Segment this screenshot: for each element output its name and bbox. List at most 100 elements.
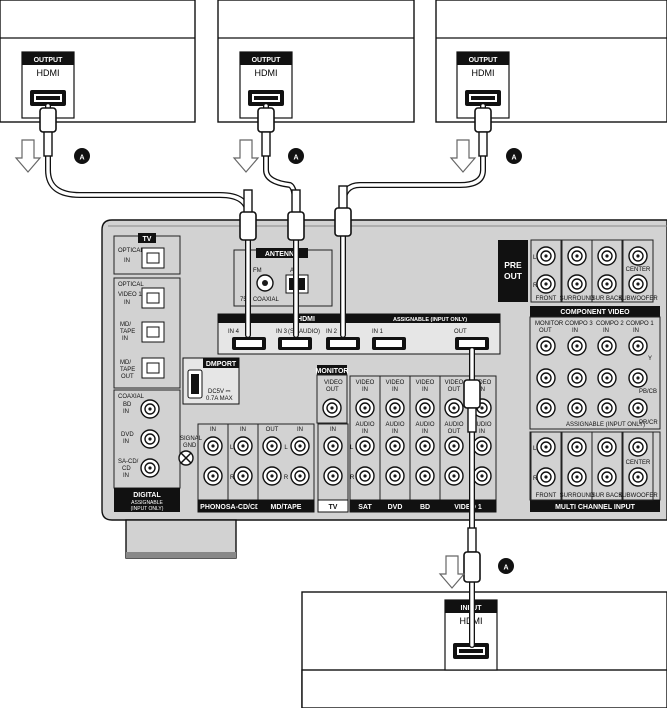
analog-in-label-2: IN <box>297 427 303 433</box>
component-jack-2-1[interactable] <box>597 368 617 388</box>
pre-out-top-jack-0[interactable] <box>536 246 556 266</box>
monitor-video-out-label-1: VIDEO <box>324 380 343 386</box>
coax-dvd-jack[interactable] <box>140 429 160 449</box>
component-pr-label: PR/CR <box>639 420 658 426</box>
video-in-jack-4[interactable] <box>355 398 375 418</box>
monitor-video-out-jack[interactable] <box>322 398 342 418</box>
analog-r-jack-0[interactable] <box>203 466 223 486</box>
multi-label-1: SURROUND <box>560 493 595 499</box>
video-in-label-2-6: IN <box>422 387 428 393</box>
analog-l-jack-5[interactable] <box>385 436 405 456</box>
md-tape-out-r-jack[interactable] <box>262 466 282 486</box>
optical-video1-jack[interactable] <box>141 287 165 309</box>
analog-l-label-2: L <box>284 445 288 451</box>
video-out-label-1: VIDEO <box>445 380 464 386</box>
multi-top-jack-0[interactable] <box>536 437 556 457</box>
output-label-1: OUTPUT <box>34 57 64 64</box>
signal-gnd-terminal[interactable] <box>178 450 194 466</box>
analog-l-jack-1[interactable] <box>233 436 253 456</box>
hdmi-in3-port[interactable] <box>278 337 312 350</box>
md-tape-in-r-jack[interactable] <box>290 466 310 486</box>
multi-bottom-jack-3[interactable] <box>628 467 648 487</box>
component-jack-1-2[interactable] <box>567 398 587 418</box>
hdmi-out-port[interactable] <box>455 337 489 350</box>
multi-bottom-jack-1[interactable] <box>567 467 587 487</box>
multi-top-jack-3[interactable] <box>628 437 648 457</box>
hdmi-sa-audio-label: (SA AUDIO) <box>288 329 320 335</box>
pre-out-top-jack-1[interactable] <box>567 246 587 266</box>
cable-marker-1-label: A <box>79 155 84 162</box>
analog-l-jack-3[interactable] <box>323 436 343 456</box>
video1-video-out-jack[interactable] <box>444 398 464 418</box>
tv-optical-label: OPTICAL <box>118 248 144 254</box>
coax-sacd-jack[interactable] <box>140 458 160 478</box>
hdmi-in4-label: IN 4 <box>228 329 240 335</box>
optical-md-tape-in-jack[interactable] <box>141 321 165 343</box>
analog-r-jack-5[interactable] <box>385 466 405 486</box>
analog-r-jack-4[interactable] <box>355 466 375 486</box>
component-jack-1-0[interactable] <box>567 336 587 356</box>
analog-r-jack-6[interactable] <box>415 466 435 486</box>
component-jack-2-0[interactable] <box>597 336 617 356</box>
coaxial-section: COAXIAL BD IN DVD IN SA-CD/ CD IN DIGITA… <box>113 389 181 512</box>
hdmi-in4-port[interactable] <box>232 337 266 350</box>
video1-audio-in-l-jack[interactable] <box>472 436 492 456</box>
analog-l-jack-0[interactable] <box>203 436 223 456</box>
coax-bd-jack[interactable] <box>140 399 160 419</box>
hdmi-in2-port[interactable] <box>326 337 360 350</box>
signal-gnd-label-1: SIGNAL <box>180 436 203 442</box>
component-jack-0-1[interactable] <box>536 368 556 388</box>
component-jack-0-2[interactable] <box>536 398 556 418</box>
pre-out-bottom-jack-2[interactable] <box>597 274 617 294</box>
signal-gnd: SIGNAL GND <box>178 436 203 466</box>
analog-l-jack-4[interactable] <box>355 436 375 456</box>
multi-top-jack-2[interactable] <box>597 437 617 457</box>
analog-l-jack-6[interactable] <box>415 436 435 456</box>
fm-antenna-jack[interactable] <box>256 274 274 292</box>
multi-bottom-jack-2[interactable] <box>597 467 617 487</box>
pre-out-top-jack-3[interactable] <box>628 246 648 266</box>
bottom-label-3: TV <box>329 504 338 511</box>
multi-top-jack-1[interactable] <box>567 437 587 457</box>
video-in-jack-6[interactable] <box>415 398 435 418</box>
hdmi-output-port-3[interactable] <box>465 90 501 106</box>
component-jack-3-2[interactable] <box>628 398 648 418</box>
multi-l-label: L <box>533 446 537 452</box>
md-tape-in-l-jack[interactable] <box>290 436 310 456</box>
video-in-jack-5[interactable] <box>385 398 405 418</box>
pre-out-bottom-jack-3[interactable] <box>628 274 648 294</box>
hdmi-in1-port[interactable] <box>372 337 406 350</box>
hdmi-output-port-2[interactable] <box>248 90 284 106</box>
hdmi-label-2: HDMI <box>255 68 278 78</box>
analog-r-jack-1[interactable] <box>233 466 253 486</box>
component-jack-3-1[interactable] <box>628 368 648 388</box>
dmport-section: DMPORT DC5V ⎓ 0.7A MAX <box>182 357 240 405</box>
pre-out-top-jack-2[interactable] <box>597 246 617 266</box>
md-tape-out-l-jack[interactable] <box>262 436 282 456</box>
component-jack-1-1[interactable] <box>567 368 587 388</box>
optical-title: OPTICAL <box>118 282 144 288</box>
video1-audio-in-r-jack[interactable] <box>472 466 492 486</box>
hdmi-out-label: OUT <box>454 329 467 335</box>
tv-optical-jack[interactable] <box>141 247 165 269</box>
component-jack-0-0[interactable] <box>536 336 556 356</box>
video-in-label-1-6: VIDEO <box>416 380 435 386</box>
dmport-jack[interactable] <box>187 369 203 399</box>
hdmi-output-port-1[interactable] <box>30 90 66 106</box>
video1-audio-out-l-jack[interactable] <box>444 436 464 456</box>
multi-bottom-jack-0[interactable] <box>536 467 556 487</box>
pre-out-bottom-jack-0[interactable] <box>536 274 556 294</box>
cable-marker-3-label: A <box>511 155 516 162</box>
component-jack-3-0[interactable] <box>628 336 648 356</box>
optical-md-tape-out-jack[interactable] <box>141 357 165 379</box>
analog-r-jack-3[interactable] <box>323 466 343 486</box>
component-jack-2-2[interactable] <box>597 398 617 418</box>
pre-out-bottom-jack-1[interactable] <box>567 274 587 294</box>
audio-in-label-2-5: IN <box>392 429 398 435</box>
hdmi-input-port[interactable] <box>453 643 489 659</box>
analog-r-label-3: R <box>350 475 355 481</box>
video1-audio-out-r-jack[interactable] <box>444 466 464 486</box>
component-video-section: COMPONENT VIDEO MONITOR OUT COMPO 3 IN C… <box>529 306 661 430</box>
